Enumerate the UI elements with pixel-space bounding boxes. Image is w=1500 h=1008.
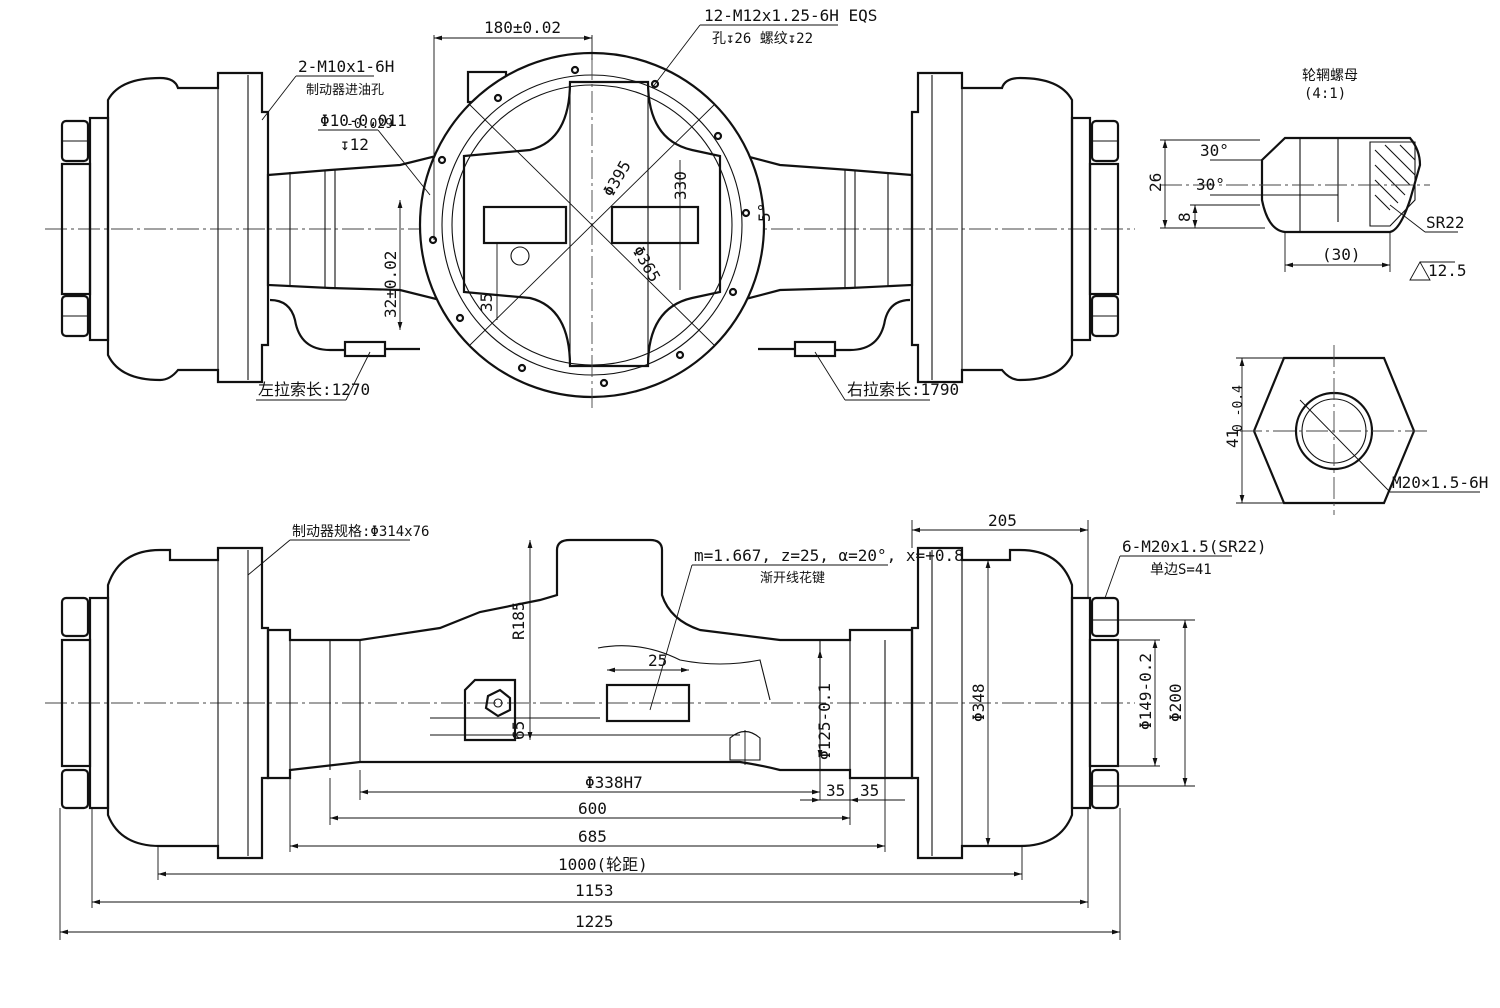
flange-bolt-holes [428,65,751,388]
callout-oil-hole-note: 制动器进油孔 [306,83,384,98]
callout-pin-dia-tol: -0.029 [346,117,393,132]
brake-cables [269,298,911,358]
dim-35-a: 35 [826,781,845,800]
dim-205: 205 [988,511,1017,530]
differential-housing [418,51,766,408]
dim-1225: 1225 [575,912,614,931]
top-view: 180±0.02 12-M12x1.25-6H EQS 孔↧26 螺纹↧22 2… [45,6,1135,408]
dim-32: 32±0.02 [381,251,400,318]
left-wheel-drum [60,546,270,860]
nut-hex-view [1240,345,1430,515]
nut-angle-bottom: 30° [1196,175,1225,194]
nut-dim-8: 8 [1175,212,1194,222]
right-wheel-hub [910,71,1120,384]
dim-65: 65 [509,721,528,740]
studs-side: 单边S=41 [1150,562,1212,578]
callout-oil-hole: 2-M10x1-6H [298,57,394,76]
dim-338: Φ338H7 [585,773,643,792]
dim-330: 330 [671,171,690,200]
dim-35-top: 35 [477,293,496,312]
dim-angle-5: 5° [755,203,774,222]
dim-35-b: 35 [860,781,879,800]
dim-149: Φ149-0.2 [1136,653,1155,730]
dim-348: Φ348 [969,683,988,722]
spline-spec: m=1.667, z=25, α=20°, x=+0.8 [694,546,964,565]
dim-200: Φ200 [1166,683,1185,722]
callout-bolts: 12-M12x1.25-6H EQS [704,6,877,25]
right-wheel-drum [910,546,1120,860]
nut-dim-41-tol: 0 -0.4 [1231,385,1246,432]
dim-1000: 1000(轮距) [558,855,648,874]
dim-1153: 1153 [575,881,614,900]
studs-spec: 6-M20x1.5(SR22) [1122,537,1267,556]
nut-radius: SR22 [1426,213,1465,232]
nut-dim-26: 26 [1146,173,1165,192]
brake-spec: 制动器规格:Φ314x76 [292,524,429,540]
nut-detail: 轮辋螺母 (4:1) 26 8 30° 30° (30) [1146,68,1488,515]
axle-body [266,538,914,780]
dim-25: 25 [648,651,667,670]
nut-detail-title: 轮辋螺母 [1302,68,1358,84]
dim-flange-spacing: 180±0.02 [484,18,561,37]
spline-note: 渐开线花键 [760,570,825,586]
front-view: 制动器规格:Φ314x76 m=1.667, z=25, α=20°, x=+0… [45,511,1267,940]
callout-bolts-depth: 孔↧26 螺纹↧22 [712,31,813,47]
nut-side-view [1160,136,1430,234]
dim-600: 600 [578,799,607,818]
nut-dim-41: 41 [1223,429,1242,448]
dim-125: Φ125-0.1 [815,683,834,760]
nut-roughness: 12.5 [1428,261,1467,280]
left-cable-length: 左拉索长:1270 [258,380,370,399]
right-cable-length: 右拉索长:1790 [847,380,959,399]
right-axle-tube [740,153,914,302]
nut-angle-top: 30° [1200,141,1229,160]
dim-r185: R185 [509,601,528,640]
nut-dim-30: (30) [1322,245,1361,264]
callout-pin-dia: Φ10-0.011 [320,111,407,130]
dim-685: 685 [578,827,607,846]
nut-thread: M20×1.5-6H [1392,473,1488,492]
callout-pin-depth: ↧12 [340,135,369,154]
left-wheel-hub [60,71,270,384]
nut-detail-scale: (4:1) [1304,86,1346,102]
left-axle-tube [266,153,442,302]
roughness-symbol: 12.5 [1409,261,1467,281]
